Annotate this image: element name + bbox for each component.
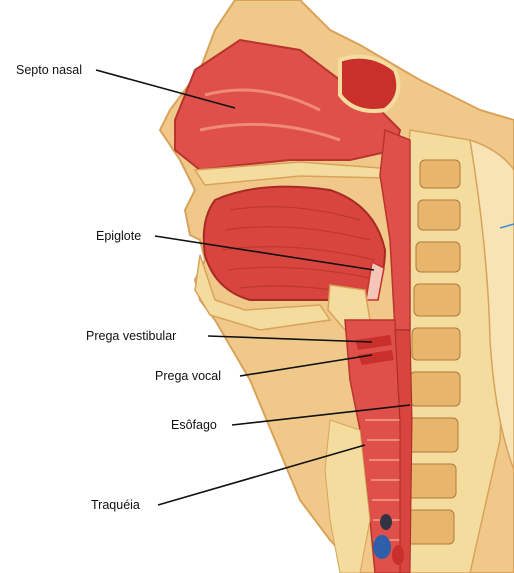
sphenoid-sinus — [340, 57, 398, 111]
label-esofago: Esôfago — [171, 418, 217, 432]
label-prega-vocal: Prega vocal — [155, 369, 221, 383]
vessel-red — [392, 545, 404, 565]
label-epiglote: Epiglote — [96, 229, 141, 243]
label-traqueia: Traquéia — [91, 498, 140, 512]
label-septo-nasal: Septo nasal — [16, 63, 82, 77]
vessel-dark — [380, 514, 392, 530]
vessel-blue — [373, 535, 391, 559]
label-prega-vestibular: Prega vestibular — [86, 329, 176, 343]
tongue — [204, 187, 385, 300]
